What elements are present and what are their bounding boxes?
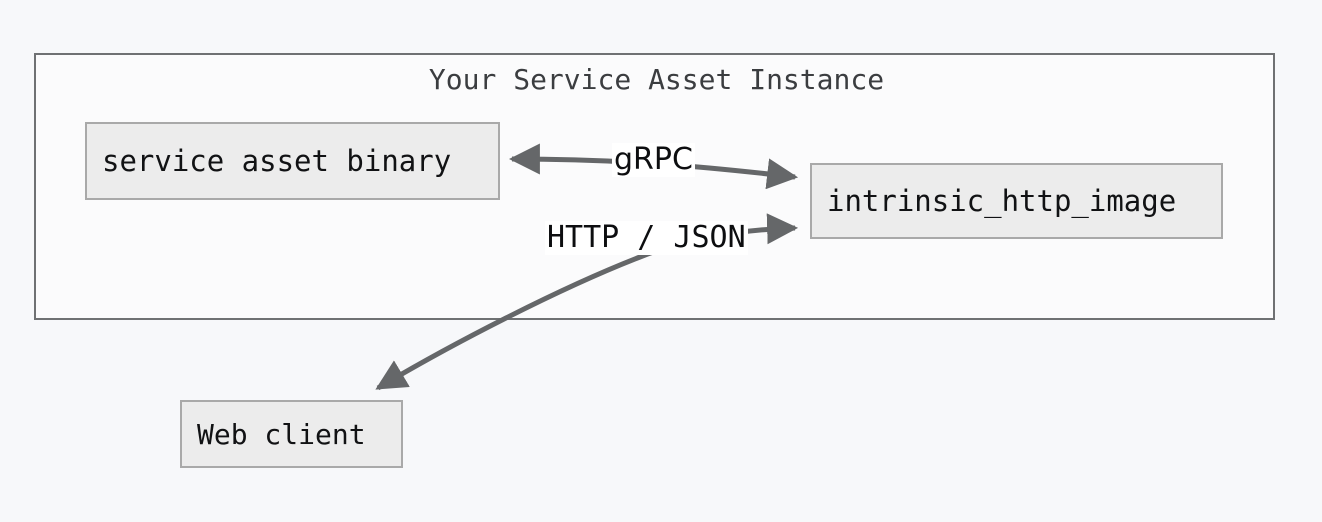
edge-label-grpc: gRPC — [612, 142, 695, 177]
node-web-client[interactable]: Web client — [180, 400, 403, 468]
node-intrinsic-http-image[interactable]: intrinsic_http_image — [810, 163, 1223, 239]
node-service-asset-binary[interactable]: service asset binary — [85, 122, 500, 200]
node-intrinsic-http-image-label: intrinsic_http_image — [827, 184, 1177, 218]
node-service-asset-binary-label: service asset binary — [102, 144, 452, 178]
edge-label-http-json: HTTP / JSON — [545, 220, 748, 255]
node-web-client-label: Web client — [197, 417, 366, 451]
container-title: Your Service Asset Instance — [428, 63, 885, 96]
